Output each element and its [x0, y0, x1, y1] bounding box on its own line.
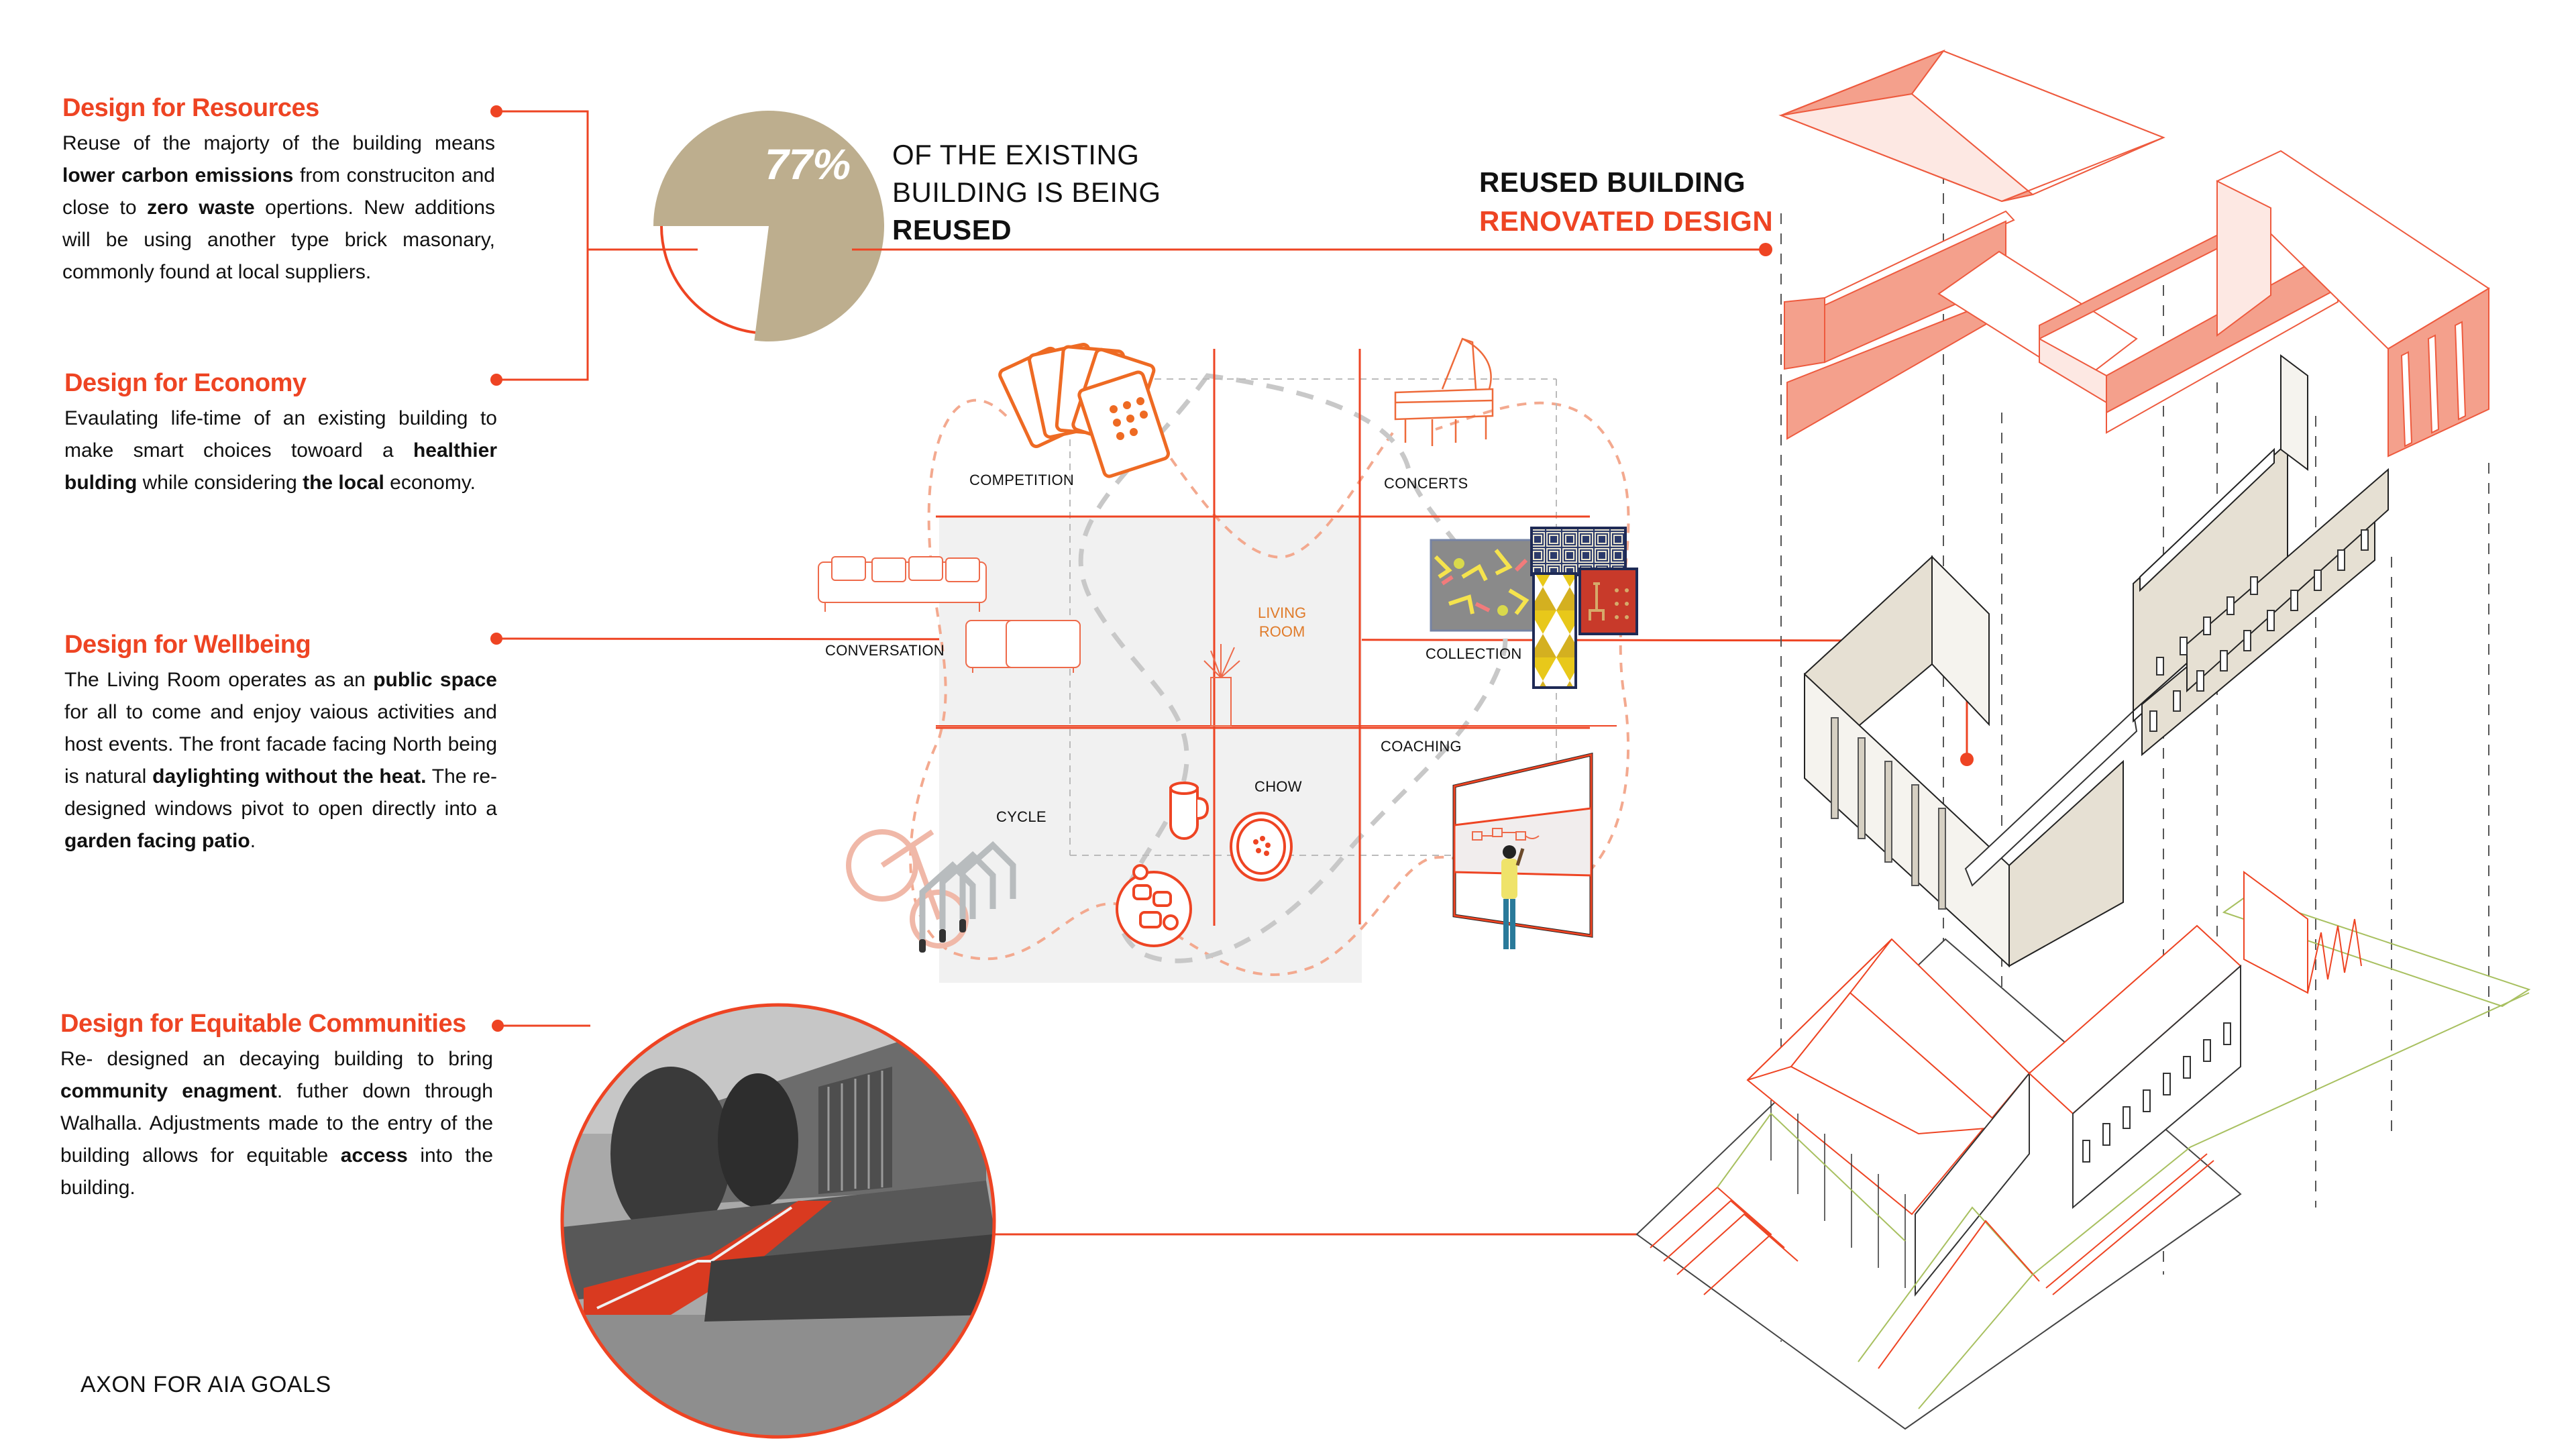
existing-building [1804, 354, 2389, 968]
goal-body-resources: Reuse of the majorty of the building mea… [62, 127, 495, 288]
zone-label-concerts: CONCERTS [1384, 475, 1468, 492]
zone-label-coaching: COACHING [1381, 738, 1462, 755]
rug-collection-icon [1430, 527, 1638, 689]
whiteboard-icon [1452, 752, 1593, 938]
zone-label-conversation: CONVERSATION [825, 642, 945, 659]
living-room-label: LIVING ROOM [1258, 604, 1306, 641]
goal-title-wellbeing: Design for Wellbeing [64, 631, 311, 659]
legend-existing: REUSED BUILDING [1479, 166, 1746, 198]
building-photo [560, 1003, 996, 1439]
living-room-label-line2: ROOM [1258, 623, 1305, 640]
sheet-caption: AXON FOR AIA GOALS [80, 1372, 331, 1397]
goal-body-text: . [250, 830, 256, 852]
goal-body-text: The Living Room operates as an [64, 669, 374, 691]
goal-body-text: . futher down through Walhalla. Adjustme… [60, 1080, 493, 1167]
goal-body-emphasis: access [340, 1144, 408, 1167]
pie-slice-reused [653, 111, 884, 342]
legend-renovated: RENOVATED DESIGN [1479, 205, 1774, 237]
goal-body-text: Re- designed an decaying building to bri… [60, 1048, 493, 1070]
zone-label-competition: COMPETITION [969, 472, 1075, 488]
goal-body-emphasis: daylighting without the heat. [152, 765, 427, 788]
leader-resources [490, 105, 698, 386]
goal-title-equitable: Design for Equitable Communities [60, 1010, 466, 1038]
roof-component [1778, 49, 2165, 203]
goal-body-text: Reuse of the majorty of the building mea… [62, 132, 495, 154]
zone-label-cycle: CYCLE [996, 808, 1046, 825]
goal-body-economy: Evaulating life-time of an existing buil… [64, 402, 497, 499]
reuse-statement-line1: OF THE EXISTING [892, 139, 1140, 170]
goal-body-emphasis: healthier bulding [64, 439, 497, 494]
combined-building [1635, 871, 2531, 1430]
bicycle-rack-icon [846, 829, 1016, 953]
goal-body-text: while considering [137, 472, 303, 494]
reuse-pie-chart [653, 111, 884, 342]
exploded-axon [1635, 49, 2531, 1430]
goal-body-text: into the building. [60, 1144, 493, 1199]
goal-body-wellbeing: The Living Room operates as an public sp… [64, 664, 497, 857]
goal-body-emphasis: garden facing patio [64, 830, 250, 852]
plant-icon [1203, 644, 1240, 727]
photo-frame [560, 1003, 996, 1439]
reuse-statement-line3: REUSED [892, 214, 1012, 246]
goal-title-resources: Design for Resources [62, 94, 319, 122]
goal-title-economy: Design for Economy [64, 369, 307, 397]
living-room-diagram [818, 337, 1638, 983]
goal-body-emphasis: lower carbon emissions [62, 164, 294, 186]
goal-body-equitable: Re- designed an decaying building to bri… [60, 1043, 493, 1204]
food-plate-icon [1116, 782, 1293, 947]
goal-body-emphasis: public space [373, 669, 497, 691]
living-room-label-line1: LIVING [1258, 604, 1307, 621]
goal-body-text: from construciton and close to [62, 164, 495, 219]
leader-dot [490, 374, 502, 386]
goal-body-text: Evaulating life-time of an existing buil… [64, 407, 497, 462]
goal-body-emphasis: zero waste [147, 197, 255, 219]
goal-body-text: economy. [384, 472, 476, 494]
goal-body-text: for all to come and enjoy vaious activit… [64, 701, 497, 788]
playing-cards-icon [998, 342, 1170, 478]
grand-piano-icon [1394, 337, 1494, 446]
reuse-statement-line2: BUILDING IS BEING [892, 176, 1161, 208]
sofa-icon [818, 556, 1081, 673]
leader-dot [1759, 243, 1772, 256]
goal-body-emphasis: community enagment [60, 1080, 277, 1102]
person-icon [1501, 845, 1525, 949]
reuse-statement: OF THE EXISTING BUILDING IS BEING REUSED [892, 136, 1161, 249]
goal-body-text: opertions. New additions will be using a… [62, 197, 495, 283]
zone-label-collection: COLLECTION [1426, 645, 1522, 662]
goal-body-text: The re-designed windows pivot to open di… [64, 765, 497, 820]
reuse-percent-label: 77% [765, 140, 851, 189]
zone-label-chow: CHOW [1254, 778, 1302, 795]
goal-body-emphasis: the local [303, 472, 384, 494]
new-addition-walls [1784, 150, 2490, 458]
pie-slice-remaining [660, 225, 756, 334]
